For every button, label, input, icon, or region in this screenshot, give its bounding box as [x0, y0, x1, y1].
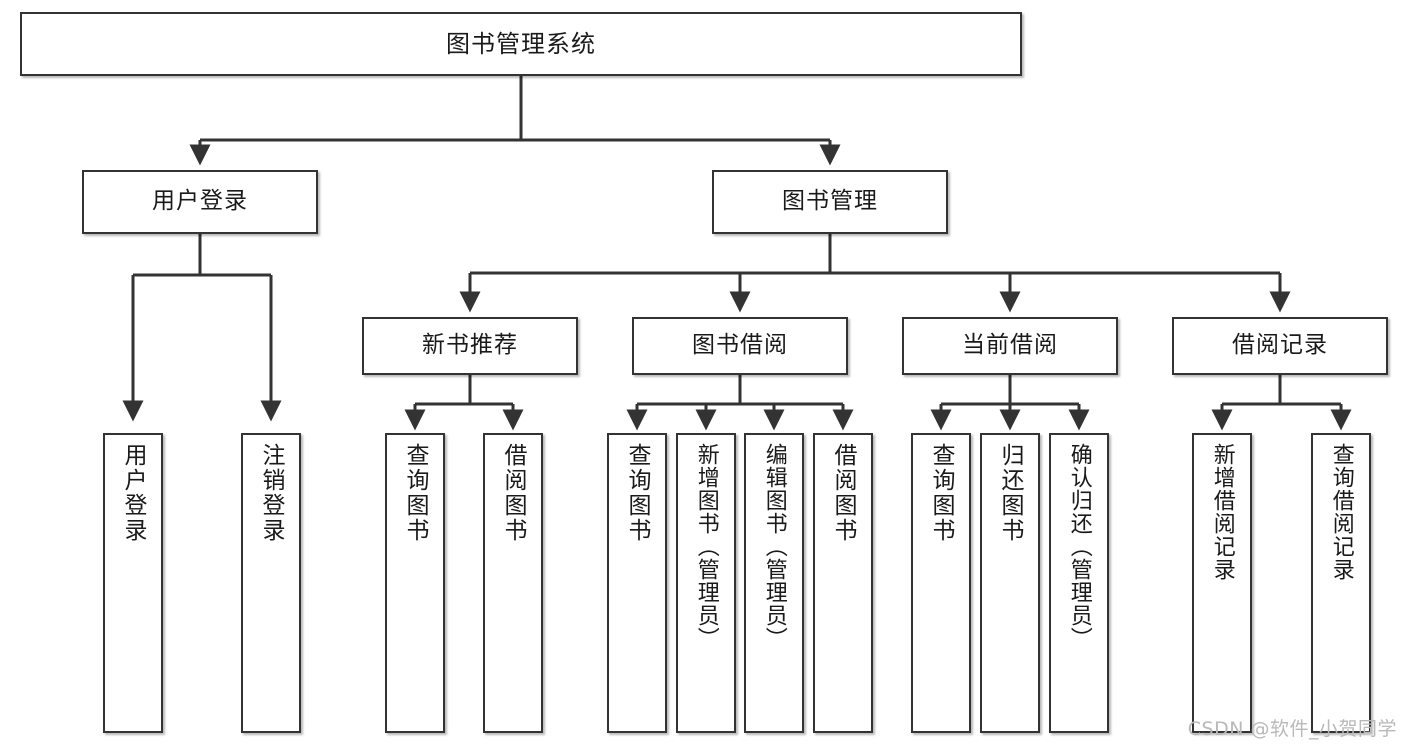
node-book-borrow-label: 图书借阅: [692, 332, 788, 359]
node-leaf-add-record[interactable]: 新增借阅记录: [1192, 433, 1252, 733]
node-leaf-add-book[interactable]: 新增图书（管理员）: [676, 433, 736, 733]
node-leaf-add-record-label: 新增借阅记录: [1209, 443, 1235, 581]
node-book-management-label: 图书管理: [782, 188, 878, 215]
node-root-label: 图书管理系统: [446, 29, 596, 58]
node-leaf-user-logout-label: 注销登录: [258, 443, 285, 543]
node-leaf-query-book-2-label: 查询图书: [624, 443, 651, 543]
node-leaf-user-login[interactable]: 用户登录: [103, 433, 163, 733]
node-book-borrow[interactable]: 图书借阅: [632, 317, 848, 375]
node-new-book-recommend-label: 新书推荐: [422, 332, 518, 359]
node-root-book-management-system[interactable]: 图书管理系统: [20, 12, 1022, 76]
node-new-book-recommend[interactable]: 新书推荐: [362, 317, 578, 375]
node-current-borrow-label: 当前借阅: [962, 332, 1058, 359]
node-current-borrow[interactable]: 当前借阅: [902, 317, 1118, 375]
node-borrow-record-label: 借阅记录: [1232, 332, 1328, 359]
node-leaf-query-book-3[interactable]: 查询图书: [911, 433, 971, 733]
node-leaf-borrow-book-1-label: 借阅图书: [500, 443, 527, 543]
node-leaf-confirm-return-label: 确认归还（管理员）: [1066, 443, 1092, 650]
node-borrow-record[interactable]: 借阅记录: [1172, 317, 1388, 375]
watermark-text: CSDN @软件_小贺同学: [1187, 718, 1397, 740]
node-leaf-query-book-2[interactable]: 查询图书: [607, 433, 667, 733]
node-user-login-label: 用户登录: [152, 188, 248, 215]
node-leaf-return-book[interactable]: 归还图书: [980, 433, 1040, 733]
node-leaf-query-book-3-label: 查询图书: [928, 443, 955, 543]
node-leaf-edit-book-label: 编辑图书（管理员）: [761, 443, 787, 650]
node-book-management[interactable]: 图书管理: [712, 170, 948, 234]
node-leaf-query-book-1[interactable]: 查询图书: [385, 433, 445, 733]
node-leaf-query-record-label: 查询借阅记录: [1328, 443, 1354, 581]
node-leaf-user-logout[interactable]: 注销登录: [241, 433, 301, 733]
node-leaf-borrow-book-2[interactable]: 借阅图书: [813, 433, 873, 733]
node-leaf-user-login-label: 用户登录: [120, 443, 147, 543]
node-leaf-edit-book[interactable]: 编辑图书（管理员）: [744, 433, 804, 733]
node-leaf-borrow-book-2-label: 借阅图书: [830, 443, 857, 543]
node-leaf-query-record[interactable]: 查询借阅记录: [1311, 433, 1371, 733]
node-leaf-borrow-book-1[interactable]: 借阅图书: [483, 433, 543, 733]
node-leaf-confirm-return[interactable]: 确认归还（管理员）: [1049, 433, 1109, 733]
node-leaf-query-book-1-label: 查询图书: [402, 443, 429, 543]
node-leaf-add-book-label: 新增图书（管理员）: [693, 443, 719, 650]
node-user-login[interactable]: 用户登录: [82, 170, 318, 234]
node-leaf-return-book-label: 归还图书: [997, 443, 1024, 543]
